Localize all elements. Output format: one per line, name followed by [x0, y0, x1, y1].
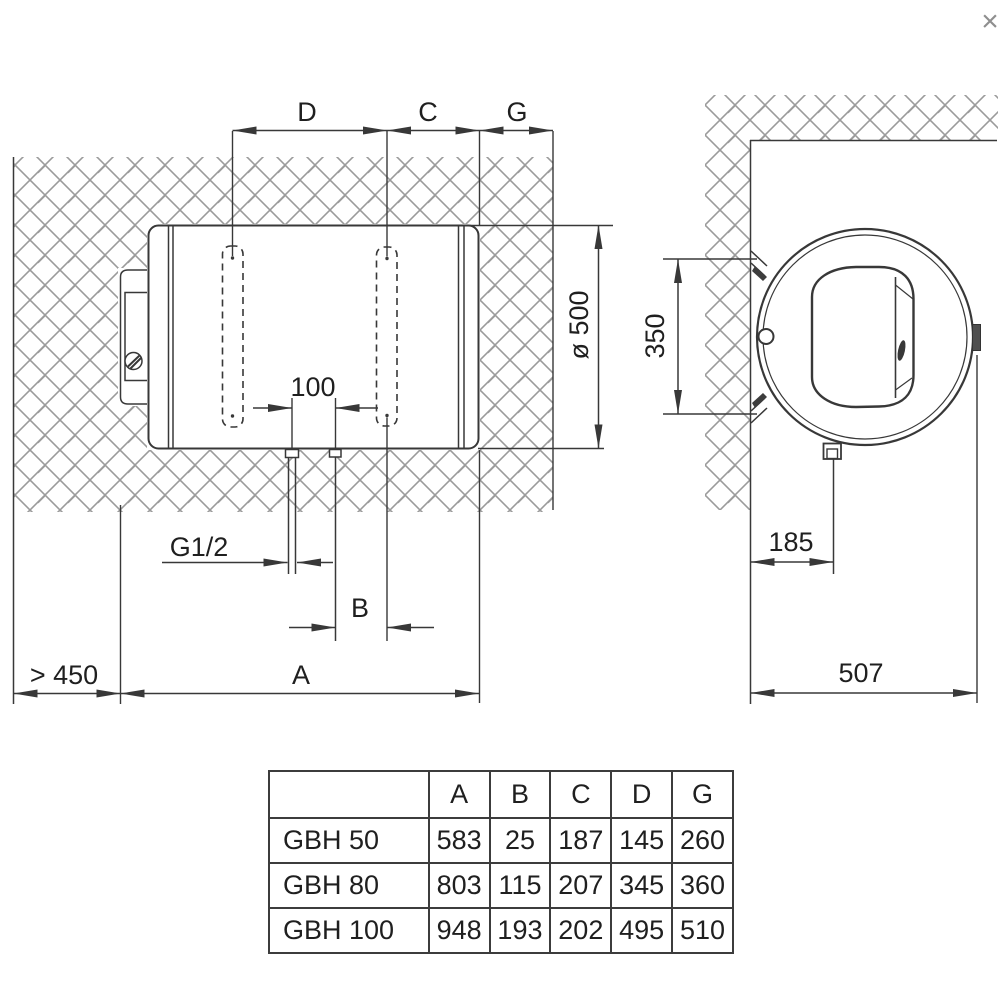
mounting-bracket: [119, 269, 148, 405]
table-header-row: A B C D G: [268, 770, 734, 819]
dim-label-g: G: [506, 97, 527, 127]
value-cell: 207: [549, 862, 613, 909]
thermostat-knob: [757, 328, 775, 345]
value-cell: 187: [549, 817, 613, 864]
extension-lines-side: [119, 131, 613, 704]
cable-gland-mark: [897, 340, 906, 361]
dimension-lines-side: [13, 126, 603, 698]
pipe-connections: [284, 448, 342, 641]
dim-label-a: A: [292, 660, 310, 690]
table-row: GBH 50 583 25 187 145 260: [268, 817, 734, 864]
dim-label-b: B: [351, 593, 369, 623]
wall-hatch-top: [750, 95, 998, 140]
dimension-lines-front: [674, 259, 977, 697]
pipe-outlet-collar: [328, 448, 342, 458]
dim-label-thread: G1/2: [170, 532, 229, 562]
table-row: GBH 100 948 193 202 495 510: [268, 907, 734, 954]
table-corner-cell: [268, 770, 430, 819]
dim-label-c: C: [418, 97, 438, 127]
value-cell: 145: [610, 817, 674, 864]
value-cell: 345: [610, 862, 674, 909]
model-label: GBH 50: [268, 817, 430, 864]
value-cell: 948: [427, 907, 491, 954]
table-header-b: B: [488, 770, 552, 819]
value-cell: 115: [488, 862, 552, 909]
dim-label-d: D: [297, 97, 317, 127]
side-tab: [972, 324, 981, 351]
pipe-inlet-collar: [284, 448, 300, 459]
heater-body-side: [147, 224, 480, 450]
table-header-d: D: [610, 770, 674, 819]
value-cell: 510: [671, 907, 734, 954]
dim-label-pipe-spacing: 100: [290, 372, 335, 402]
dim-label-bracket-span: 350: [640, 313, 670, 358]
wall-bracket-top: [750, 250, 768, 281]
value-cell: 193: [488, 907, 552, 954]
value-cell: 360: [671, 862, 734, 909]
value-cell: 202: [549, 907, 613, 954]
table-header-c: C: [549, 770, 613, 819]
dim-label-depth: 507: [838, 658, 883, 688]
dimensions-table: A B C D G GBH 50 583 25 187 145 260 GBH …: [268, 770, 734, 954]
value-cell: 260: [671, 817, 734, 864]
front-view-diagram: 350 185 507: [640, 95, 998, 704]
dim-label-valve-offset: 185: [768, 527, 813, 557]
dim-label-diameter: ø 500: [564, 290, 594, 359]
table-row: GBH 80 803 115 207 345 360: [268, 862, 734, 909]
side-view-diagram: D C G ø 500 100 G1/2 B A > 450: [12, 97, 613, 704]
value-cell: 495: [610, 907, 674, 954]
close-icon[interactable]: ×: [981, 5, 999, 38]
value-cell: 583: [427, 817, 491, 864]
table-header-a: A: [427, 770, 491, 819]
flange-cover: [810, 265, 915, 409]
wall-bracket-recess: [118, 268, 150, 406]
value-cell: 803: [427, 862, 491, 909]
heater-body-front: [755, 227, 981, 574]
dim-label-wall-clearance: > 450: [30, 660, 98, 690]
model-label: GBH 80: [268, 862, 430, 909]
model-label: GBH 100: [268, 907, 430, 954]
wall-hatch-vertical: [705, 95, 750, 510]
value-cell: 25: [488, 817, 552, 864]
wall-bracket-bottom: [750, 393, 768, 424]
table-header-g: G: [671, 770, 734, 819]
drain-valve: [822, 442, 842, 460]
